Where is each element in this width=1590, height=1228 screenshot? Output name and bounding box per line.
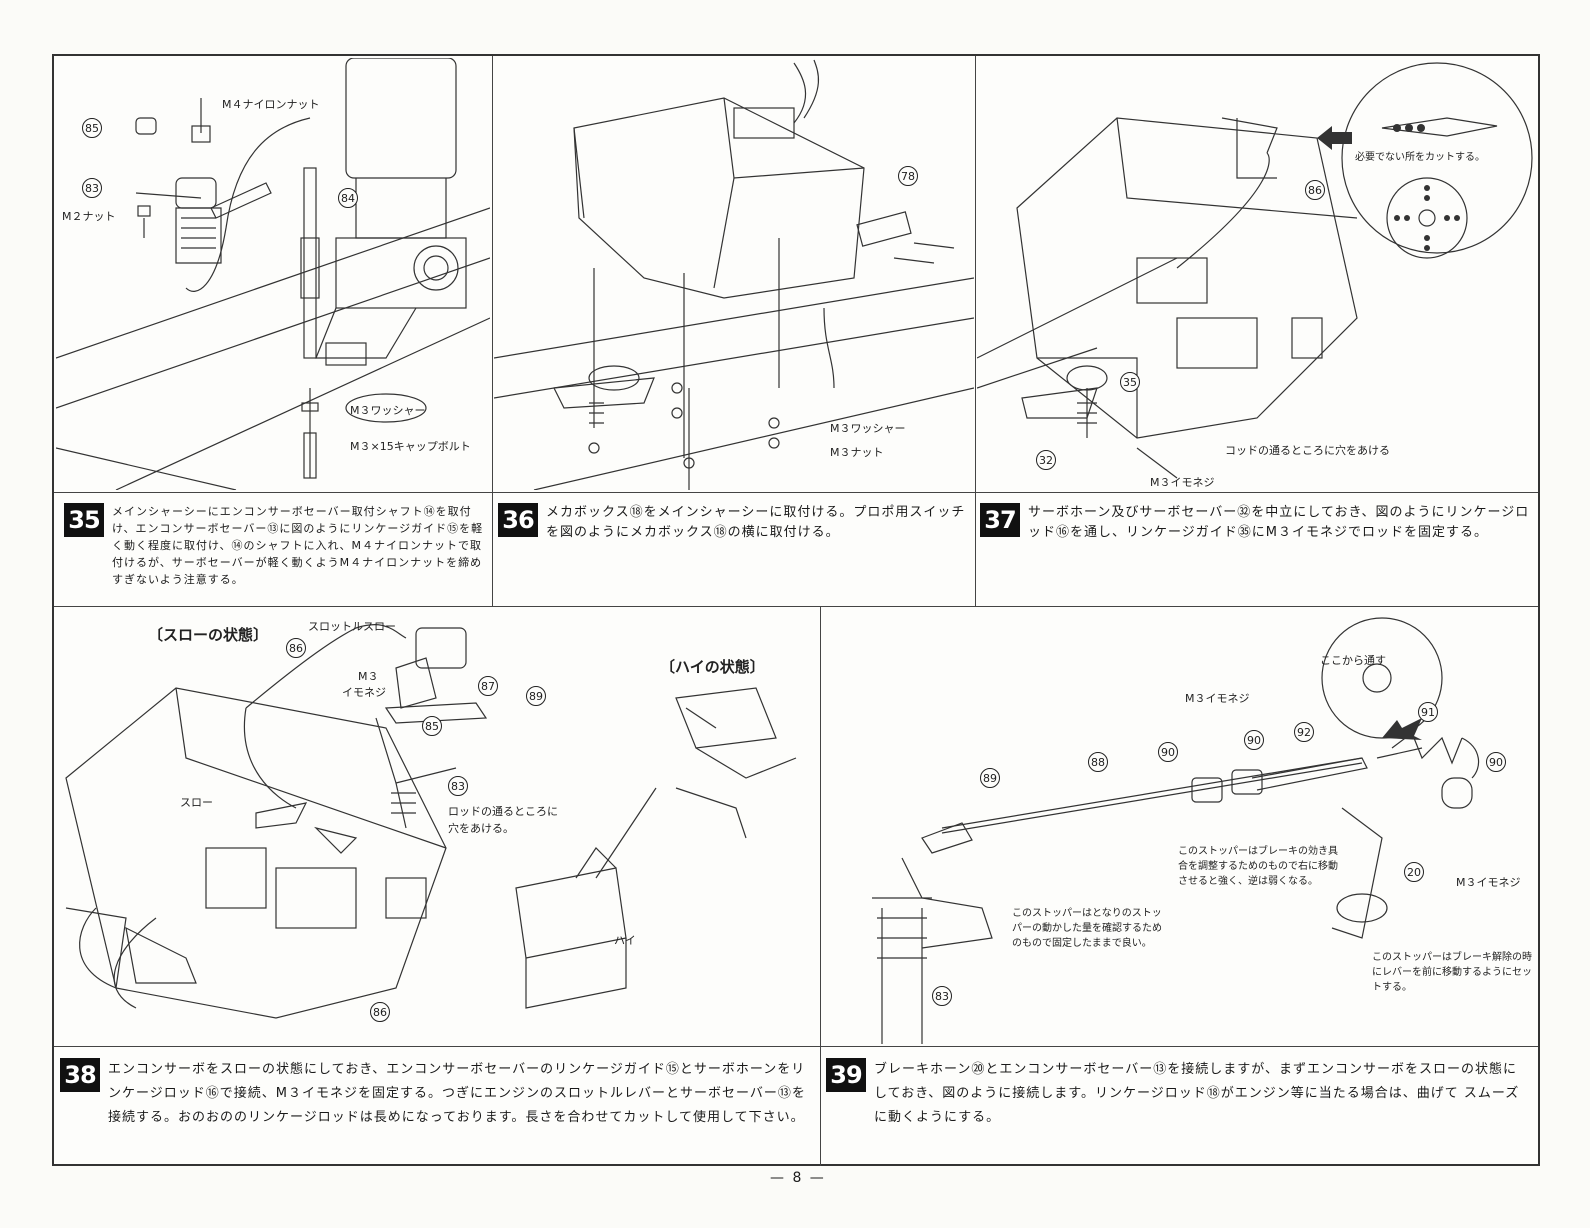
part-number-92: 92 bbox=[1294, 722, 1314, 742]
label-m3-nut: M３ナット bbox=[830, 446, 884, 459]
servo-saver-shaft-illustration bbox=[56, 58, 490, 490]
divider bbox=[820, 606, 821, 1166]
step-number: 38 bbox=[60, 1058, 100, 1092]
label-slow-state: 〔スローの状態〕 bbox=[148, 626, 269, 644]
label-m3-washer: M３ワッシャー bbox=[830, 422, 906, 435]
callout-release-stopper: このストッパーはブレーキ解除の時にレバーを前に移動するようにセットする。 bbox=[1372, 952, 1532, 993]
callout-reference-stopper: このストッパーはとなりのストッパーの動かした量を確認するためのもので固定したまま… bbox=[1012, 908, 1162, 949]
label-rod-hole-2: 穴をあける。 bbox=[448, 822, 514, 835]
part-number-86: 86 bbox=[286, 638, 306, 658]
part-number-20: 20 bbox=[1404, 862, 1424, 882]
step-number: 35 bbox=[64, 503, 104, 537]
step-instruction: サーボホーン及びサーボセーバー㉜を中立にしておき、図のようにリンケージロッド⑯を… bbox=[1028, 505, 1530, 540]
part-number-87: 87 bbox=[478, 676, 498, 696]
step-instruction: メインシャーシーにエンコンサーボセーバー取付シャフト⑭を取付け、エンコンサーボセ… bbox=[112, 505, 484, 586]
figure-38 bbox=[56, 608, 818, 1044]
label-high-state: 〔ハイの状態〕 bbox=[660, 658, 765, 676]
mecha-box-illustration bbox=[494, 59, 974, 490]
step-39: 39 ブレーキホーン⑳とエンコンサーボセーバー⑬を接続しますが、まずエンコンサー… bbox=[826, 1058, 1530, 1130]
label-m3-washer: M３ワッシャー bbox=[350, 404, 426, 417]
step-35: 35 メインシャーシーにエンコンサーボセーバー取付シャフト⑭を取付け、エンコンサ… bbox=[64, 503, 484, 588]
divider bbox=[54, 1046, 1538, 1047]
step-instruction: ブレーキホーン⑳とエンコンサーボセーバー⑬を接続しますが、まずエンコンサーボをス… bbox=[874, 1062, 1520, 1125]
part-number-83: 83 bbox=[932, 986, 952, 1006]
label-high: ハイ bbox=[614, 934, 636, 947]
part-number-91: 91 bbox=[1418, 702, 1438, 722]
part-number-90: 90 bbox=[1158, 742, 1178, 762]
label-throttle-slow: スロットルスロー bbox=[308, 620, 396, 633]
manual-page-frame bbox=[52, 54, 1540, 1166]
label-set-screw: イモネジ bbox=[342, 686, 386, 699]
divider bbox=[54, 492, 1538, 493]
step-instruction: メカボックス⑱をメインシャーシーに取付ける。プロポ用スイッチを図のようにメカボッ… bbox=[546, 505, 966, 540]
label-m3-set-screw: M３イモネジ bbox=[1150, 476, 1215, 489]
part-number-89: 89 bbox=[980, 768, 1000, 788]
figure-35 bbox=[56, 58, 490, 490]
label-m2-nut: M２ナット bbox=[62, 210, 116, 223]
step-38: 38 エンコンサーボをスローの状態にしておき、エンコンサーボセーバーのリンケージ… bbox=[60, 1058, 810, 1130]
label-m3-set-screw-right: M３イモネジ bbox=[1456, 876, 1521, 889]
label-slow: スロー bbox=[180, 796, 213, 809]
part-number-90: 90 bbox=[1486, 752, 1506, 772]
part-number-88: 88 bbox=[1088, 752, 1108, 772]
part-number-83: 83 bbox=[82, 178, 102, 198]
part-number-32: 32 bbox=[1036, 450, 1056, 470]
part-number-85: 85 bbox=[82, 118, 102, 138]
callout-brake-adjust: このストッパーはブレーキの効き具合を調整するためのもので右に移動させると強く、逆… bbox=[1178, 846, 1338, 887]
part-number-90: 90 bbox=[1244, 730, 1264, 750]
part-number-35: 35 bbox=[1120, 372, 1140, 392]
label-cut-unneeded: 必要でない所をカットする。 bbox=[1355, 152, 1485, 163]
servo-linkage-illustration bbox=[977, 62, 1533, 479]
part-number-86: 86 bbox=[1305, 180, 1325, 200]
label-m3: M３ bbox=[358, 670, 379, 683]
label-pass-here: ここから通す bbox=[1320, 654, 1386, 667]
figure-39 bbox=[822, 608, 1537, 1044]
label-rod-hole: ロッドの通るところに bbox=[448, 805, 558, 818]
page-number: — 8 — bbox=[770, 1170, 826, 1186]
step-instruction: エンコンサーボをスローの状態にしておき、エンコンサーボセーバーのリンケージガイド… bbox=[108, 1062, 806, 1125]
part-number-86: 86 bbox=[370, 1002, 390, 1022]
figure-36 bbox=[494, 58, 974, 490]
brake-linkage-illustration bbox=[872, 617, 1480, 1044]
part-number-85: 85 bbox=[422, 716, 442, 736]
part-number-83: 83 bbox=[448, 776, 468, 796]
step-number: 37 bbox=[980, 503, 1020, 537]
figure-37 bbox=[977, 58, 1537, 490]
step-36: 36 メカボックス⑱をメインシャーシーに取付ける。プロポ用スイッチを図のようにメ… bbox=[498, 503, 968, 543]
label-drill-hole: コッドの通るところに穴をあける bbox=[1225, 444, 1390, 457]
label-m3-set-screw: M３イモネジ bbox=[1185, 692, 1250, 705]
label-m4-nylon-nut: M４ナイロンナット bbox=[222, 98, 320, 111]
step-37: 37 サーボホーン及びサーボセーバー㉜を中立にしておき、図のようにリンケージロッ… bbox=[980, 503, 1530, 543]
step-number: 39 bbox=[826, 1058, 866, 1092]
divider bbox=[975, 56, 976, 606]
label-cap-bolt: M３×15キャップボルト bbox=[350, 440, 471, 453]
part-number-84: 84 bbox=[338, 188, 358, 208]
throttle-linkage-illustration bbox=[65, 624, 797, 1019]
part-number-78: 78 bbox=[898, 166, 918, 186]
part-number-89: 89 bbox=[526, 686, 546, 706]
divider bbox=[492, 56, 493, 606]
divider bbox=[54, 606, 1538, 607]
step-number: 36 bbox=[498, 503, 538, 537]
